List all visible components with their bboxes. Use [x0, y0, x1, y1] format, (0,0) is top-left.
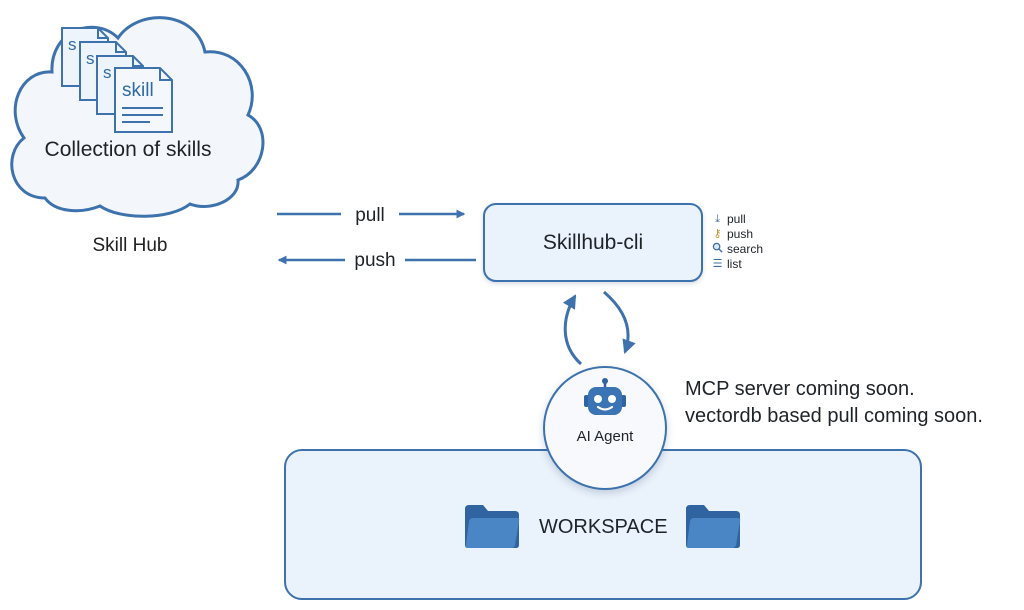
push-label: push [345, 251, 405, 270]
folder-icon [686, 505, 741, 548]
pull-label: pull [341, 206, 399, 225]
command-label: list [727, 257, 742, 271]
doc-letter: s [103, 63, 112, 82]
cli-command-list: ⤓ pull ⚷ push search ☰ list [711, 212, 763, 272]
agent-to-cli-arrow [562, 294, 583, 366]
workspace-label: WORKSPACE [539, 516, 668, 538]
skillhub-cli-box: Skillhub-cli [483, 203, 703, 282]
command-item: ⚷ push [711, 227, 763, 242]
cloud-text: Collection of skills [44, 138, 212, 161]
magnifier-icon [711, 242, 724, 257]
skillhub-cli-title: Skillhub-cli [542, 230, 644, 254]
command-item: ⤓ pull [711, 212, 763, 227]
download-icon: ⤓ [715, 213, 720, 225]
note-vectordb-pull: vectordb based pull coming soon. [685, 405, 983, 427]
list-icon: ☰ [712, 258, 723, 270]
command-item: ☰ list [711, 257, 763, 272]
skill-document-front [114, 67, 173, 133]
command-item: search [711, 242, 763, 257]
doc-letter: s [68, 35, 77, 54]
ai-agent-label: AI Agent [576, 428, 634, 445]
robot-icon [584, 378, 626, 415]
skill-documents-stack: s s s skill [61, 27, 173, 133]
doc-letter: s [86, 49, 95, 68]
cli-to-agent-arrow [603, 290, 636, 354]
note-mcp-server: MCP server coming soon. [685, 378, 915, 400]
key-icon: ⚷ [713, 228, 722, 240]
folder-icon [465, 505, 520, 548]
command-label: push [727, 227, 754, 241]
command-label: pull [727, 212, 746, 226]
command-label: search [727, 242, 764, 256]
skill-hub-label: Skill Hub [92, 235, 168, 256]
doc-skill-label: skill [122, 80, 154, 101]
